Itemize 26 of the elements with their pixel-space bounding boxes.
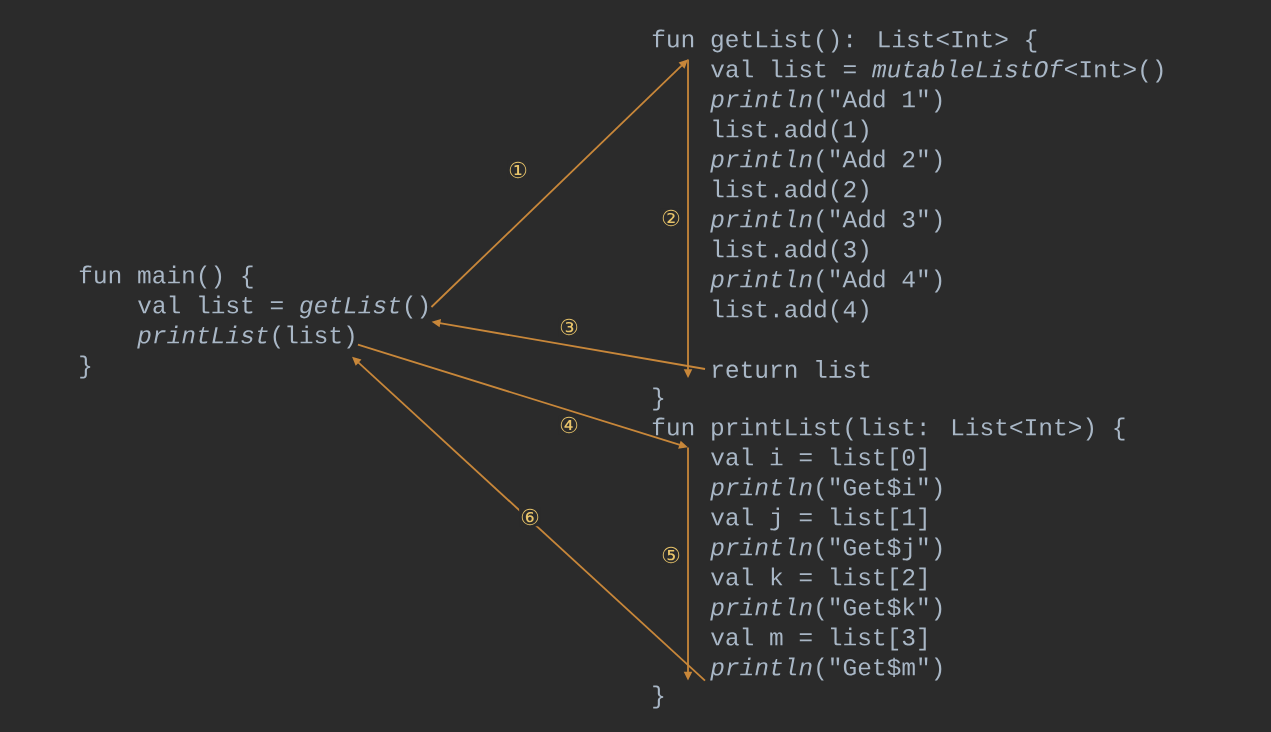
code-line: val k = list[2] bbox=[711, 567, 926, 591]
code-line: println("Get$i") bbox=[710, 477, 942, 501]
code-line: } bbox=[653, 387, 664, 411]
code-line: println("Get$m") bbox=[710, 657, 942, 681]
code-line: } bbox=[653, 685, 664, 709]
code-line: list.add(3) bbox=[713, 239, 868, 263]
code-line: val i = list[0] bbox=[711, 447, 926, 471]
code-line: println("Add 1") bbox=[710, 89, 942, 113]
code-line: fun main() { bbox=[79, 265, 253, 289]
code-line: return list bbox=[713, 360, 870, 378]
code-line: printList(list) bbox=[137, 325, 354, 349]
code-line: val list = mutableListOf<Int>() bbox=[711, 59, 1163, 83]
code-line: val list = getList() bbox=[138, 295, 428, 319]
code-line: fun getList(): List<Int> { bbox=[652, 29, 1037, 53]
code-line: list.add(2) bbox=[713, 179, 868, 203]
code-line: println("Get$j") bbox=[710, 537, 942, 561]
code-line: println("Get$k") bbox=[710, 597, 942, 621]
code-line: val m = list[3] bbox=[711, 627, 926, 651]
code-line: } bbox=[80, 355, 91, 379]
code-line: println("Add 3") bbox=[710, 209, 942, 233]
code-line: list.add(1) bbox=[713, 119, 868, 143]
code-line: println("Add 2") bbox=[710, 149, 942, 173]
code-line: fun printList(list: List<Int>) { bbox=[652, 417, 1125, 441]
code-line: println("Add 4") bbox=[710, 269, 942, 293]
code-line: val j = list[1] bbox=[711, 507, 926, 531]
code-line: list.add(4) bbox=[713, 299, 868, 323]
